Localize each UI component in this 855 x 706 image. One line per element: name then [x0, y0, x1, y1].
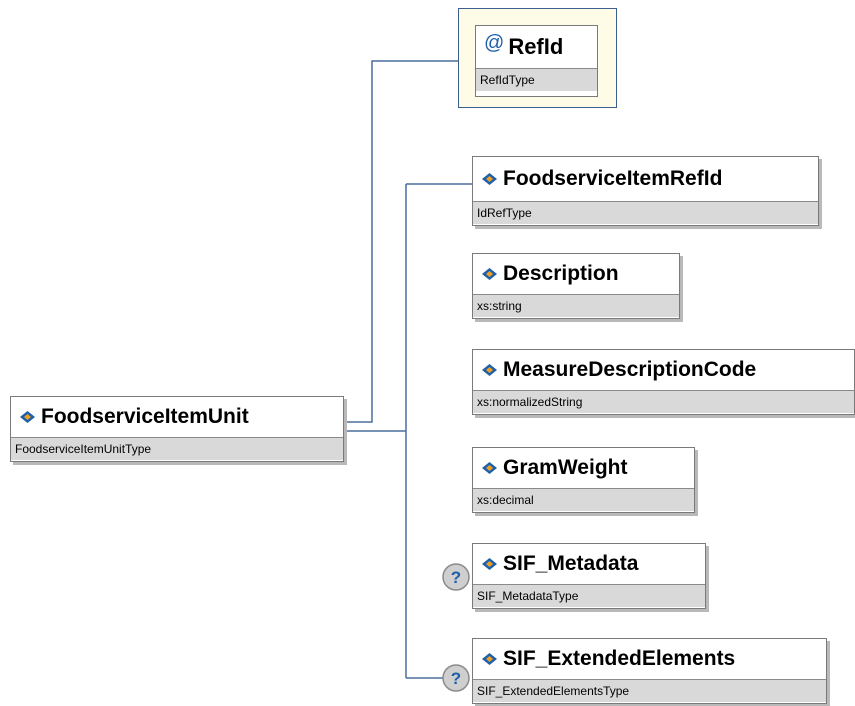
element-gramweight[interactable]: GramWeight xs:decimal — [472, 447, 695, 513]
element-name: MeasureDescriptionCode — [503, 358, 757, 381]
element-name: FoodserviceItemRefId — [503, 167, 723, 190]
element-name: SIF_ExtendedElements — [503, 647, 736, 670]
element-diamond-icon — [482, 364, 497, 376]
element-diamond-icon — [482, 268, 497, 280]
element-diamond-icon — [482, 173, 497, 185]
root-element[interactable]: FoodserviceItemUnit FoodserviceItemUnitT… — [10, 396, 344, 462]
attribute-name: RefId — [508, 34, 564, 59]
element-type: IdRefType — [473, 201, 818, 224]
element-diamond-icon — [20, 411, 35, 423]
element-description[interactable]: Description xs:string — [472, 253, 680, 319]
element-type: xs:normalizedString — [473, 390, 854, 413]
element-type: SIF_ExtendedElementsType — [473, 679, 826, 702]
element-name: GramWeight — [503, 456, 628, 479]
element-type: xs:string — [473, 294, 679, 317]
element-type: xs:decimal — [473, 488, 694, 511]
element-sif-extendedelements[interactable]: SIF_ExtendedElements SIF_ExtendedElement… — [472, 638, 827, 704]
attribute-refid[interactable]: @ RefId RefIdType — [475, 25, 598, 97]
element-name: Description — [503, 262, 619, 285]
attribute-type: RefIdType — [476, 68, 597, 91]
element-name: SIF_Metadata — [503, 552, 639, 575]
root-element-name: FoodserviceItemUnit — [41, 405, 249, 428]
element-diamond-icon — [482, 558, 497, 570]
question-mark-icon: ? — [442, 563, 470, 591]
element-measuredescriptioncode[interactable]: MeasureDescriptionCode xs:normalizedStri… — [472, 349, 855, 415]
element-sif-metadata[interactable]: SIF_Metadata SIF_MetadataType — [472, 543, 706, 609]
svg-text:?: ? — [451, 669, 461, 688]
element-foodserviceitemrefid[interactable]: FoodserviceItemRefId IdRefType — [472, 156, 819, 226]
element-type: SIF_MetadataType — [473, 584, 705, 607]
question-mark-icon: ? — [442, 664, 470, 692]
attribute-at-icon: @ — [484, 31, 505, 54]
root-element-type: FoodserviceItemUnitType — [11, 437, 343, 460]
element-diamond-icon — [482, 653, 497, 665]
svg-text:?: ? — [451, 568, 461, 587]
element-diamond-icon — [482, 462, 497, 474]
